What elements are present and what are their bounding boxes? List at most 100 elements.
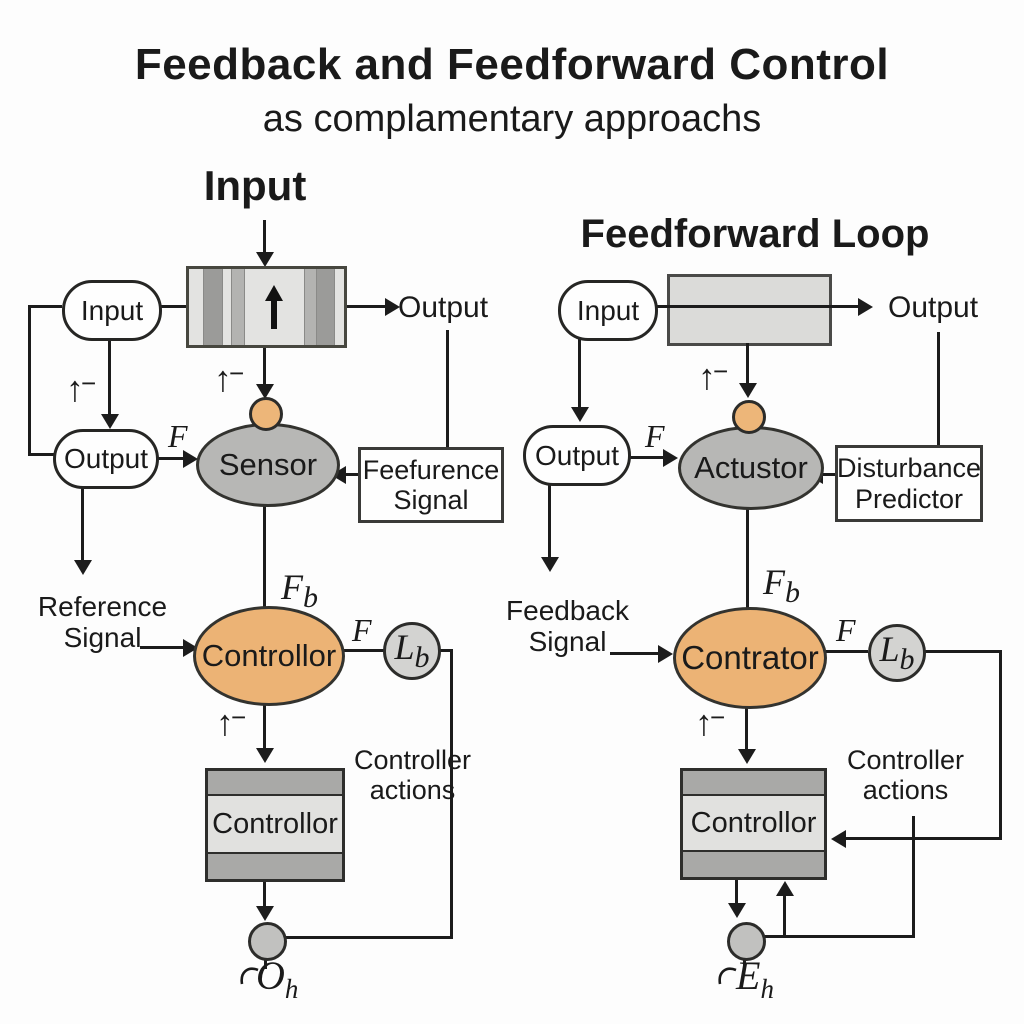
left-sensor-node: Sensor (196, 423, 340, 507)
left-process-to-sensor-arrowhead (256, 384, 274, 399)
left-refbox-to-sensor-line (345, 473, 358, 476)
left-refbox-line1: Feefurence (362, 454, 500, 485)
right-actuator-label: Actustor (694, 450, 808, 485)
page-title: Feedback and Feedforward Control (134, 40, 890, 89)
stripe (231, 269, 244, 345)
minus-arrow-icon: ↑− (695, 702, 726, 743)
right-lb-label: Lb (879, 629, 915, 677)
left-input-to-output-arrowhead (101, 414, 119, 429)
minus-arrow-icon: ↑− (698, 356, 729, 397)
left-sensor-label: Sensor (218, 447, 318, 482)
left-controller-node: Controllor (193, 606, 345, 706)
left-controller-to-box-arrowhead (256, 748, 274, 763)
stripe (303, 269, 317, 345)
right-heading: Feedforward Loop (580, 212, 930, 256)
stripe (334, 269, 344, 345)
right-input-to-output-line (578, 335, 581, 411)
left-input-node: Input (62, 280, 162, 341)
right-actuator-node: Actustor (678, 426, 824, 510)
minus-arrow-icon: ↑− (214, 358, 245, 399)
left-refsig-to-controller-line (140, 646, 185, 649)
right-outputpill-to-actuator-arrowhead (663, 449, 678, 467)
left-outputpill-to-sensor-arrowhead (183, 450, 198, 468)
right-actuator-to-controller-line (746, 503, 749, 608)
minus-arrow-icon: ↑− (66, 368, 97, 409)
right-through-line (652, 305, 862, 308)
right-controller-label: Contrator (681, 639, 819, 676)
left-f1-label: F (168, 418, 188, 454)
left-sensor-dot (249, 397, 283, 431)
right-lb-to-box-arrowhead (831, 830, 846, 848)
right-sum-stem-line (743, 957, 746, 967)
right-lb-down-line (999, 650, 1002, 840)
stripe (221, 269, 232, 345)
left-outputtext-to-refbox-line (446, 330, 449, 447)
left-outputpill-to-sensor-line (153, 457, 187, 460)
right-controller-to-box-line (745, 703, 748, 753)
right-input-node-label: Input (576, 294, 640, 326)
left-input-node-label: Input (80, 294, 144, 326)
minus-arrow-icon: ↑− (216, 702, 247, 743)
band-top (208, 771, 342, 796)
right-controller-box-label-wrap: Controllor (683, 796, 824, 850)
left-output-node: Output (53, 429, 159, 489)
right-f2-label: F (836, 612, 856, 648)
right-lb-out-line (922, 650, 1002, 653)
left-process-to-output-line (347, 305, 387, 308)
right-disturbance-box: Disturbance Predictor (835, 445, 983, 522)
left-output-text: Output (398, 291, 489, 324)
left-sum-connector-line (284, 936, 453, 939)
left-input-heading-line (263, 220, 266, 256)
right-input-to-output-arrowhead (571, 407, 589, 422)
up-arrow-icon (265, 285, 284, 329)
stripe (189, 269, 204, 345)
left-controller-to-box-line (263, 700, 266, 752)
right-output-node: Output (523, 425, 631, 486)
stripe (203, 269, 222, 345)
left-output-symbol: Oh (256, 953, 299, 1004)
right-f1-label: F (645, 418, 665, 454)
stripe (316, 269, 335, 345)
right-fb-label: Fb (763, 562, 800, 610)
left-bracket-bottom-line (28, 453, 55, 456)
right-feedback-to-controller-arrowhead (658, 645, 673, 663)
right-distbox-line2: Predictor (854, 483, 964, 514)
right-outputpill-down-line (548, 481, 551, 561)
right-distbox-to-actuator-line (822, 473, 835, 476)
squiggle-icon (718, 967, 737, 985)
left-lb-down-line (450, 649, 453, 939)
left-inputpill-to-process-line (158, 305, 186, 308)
right-outputpill-to-actuator-line (625, 456, 667, 459)
right-process-box (667, 274, 832, 346)
right-feedback-to-controller-line (610, 652, 662, 655)
left-process-to-sensor-line (263, 348, 266, 388)
left-heading-input: Input (203, 162, 307, 209)
left-fb-label: Fb (281, 567, 318, 615)
right-sum-connector-line (762, 935, 915, 938)
right-controller-to-box-arrowhead (738, 749, 756, 764)
right-outputtext-to-distbox-line (937, 332, 940, 445)
left-lb-label: Lb (394, 627, 430, 675)
band-bottom (208, 852, 342, 879)
right-box-to-sum-line (735, 878, 738, 906)
right-process-to-actuator-arrowhead (739, 383, 757, 398)
right-output-arrowhead (858, 298, 873, 316)
right-outputpill-down-arrowhead (541, 557, 559, 572)
left-box-to-sum-line (263, 882, 266, 910)
right-process-to-actuator-line (746, 343, 749, 385)
right-controller-box: Controllor (680, 768, 827, 880)
left-bracket-top-line (28, 305, 62, 308)
left-output-arrowhead (385, 298, 400, 316)
right-lb-node: Lb (868, 624, 926, 682)
left-reference-input-box: Feefurence Signal (358, 447, 504, 523)
right-sum-to-box-arrowhead (776, 881, 794, 896)
left-lb-node: Lb (383, 622, 441, 680)
left-lb-out-line (437, 649, 453, 652)
left-sensor-to-controller-line (263, 500, 266, 608)
band-top (683, 771, 824, 796)
left-output-node-label: Output (63, 443, 149, 474)
